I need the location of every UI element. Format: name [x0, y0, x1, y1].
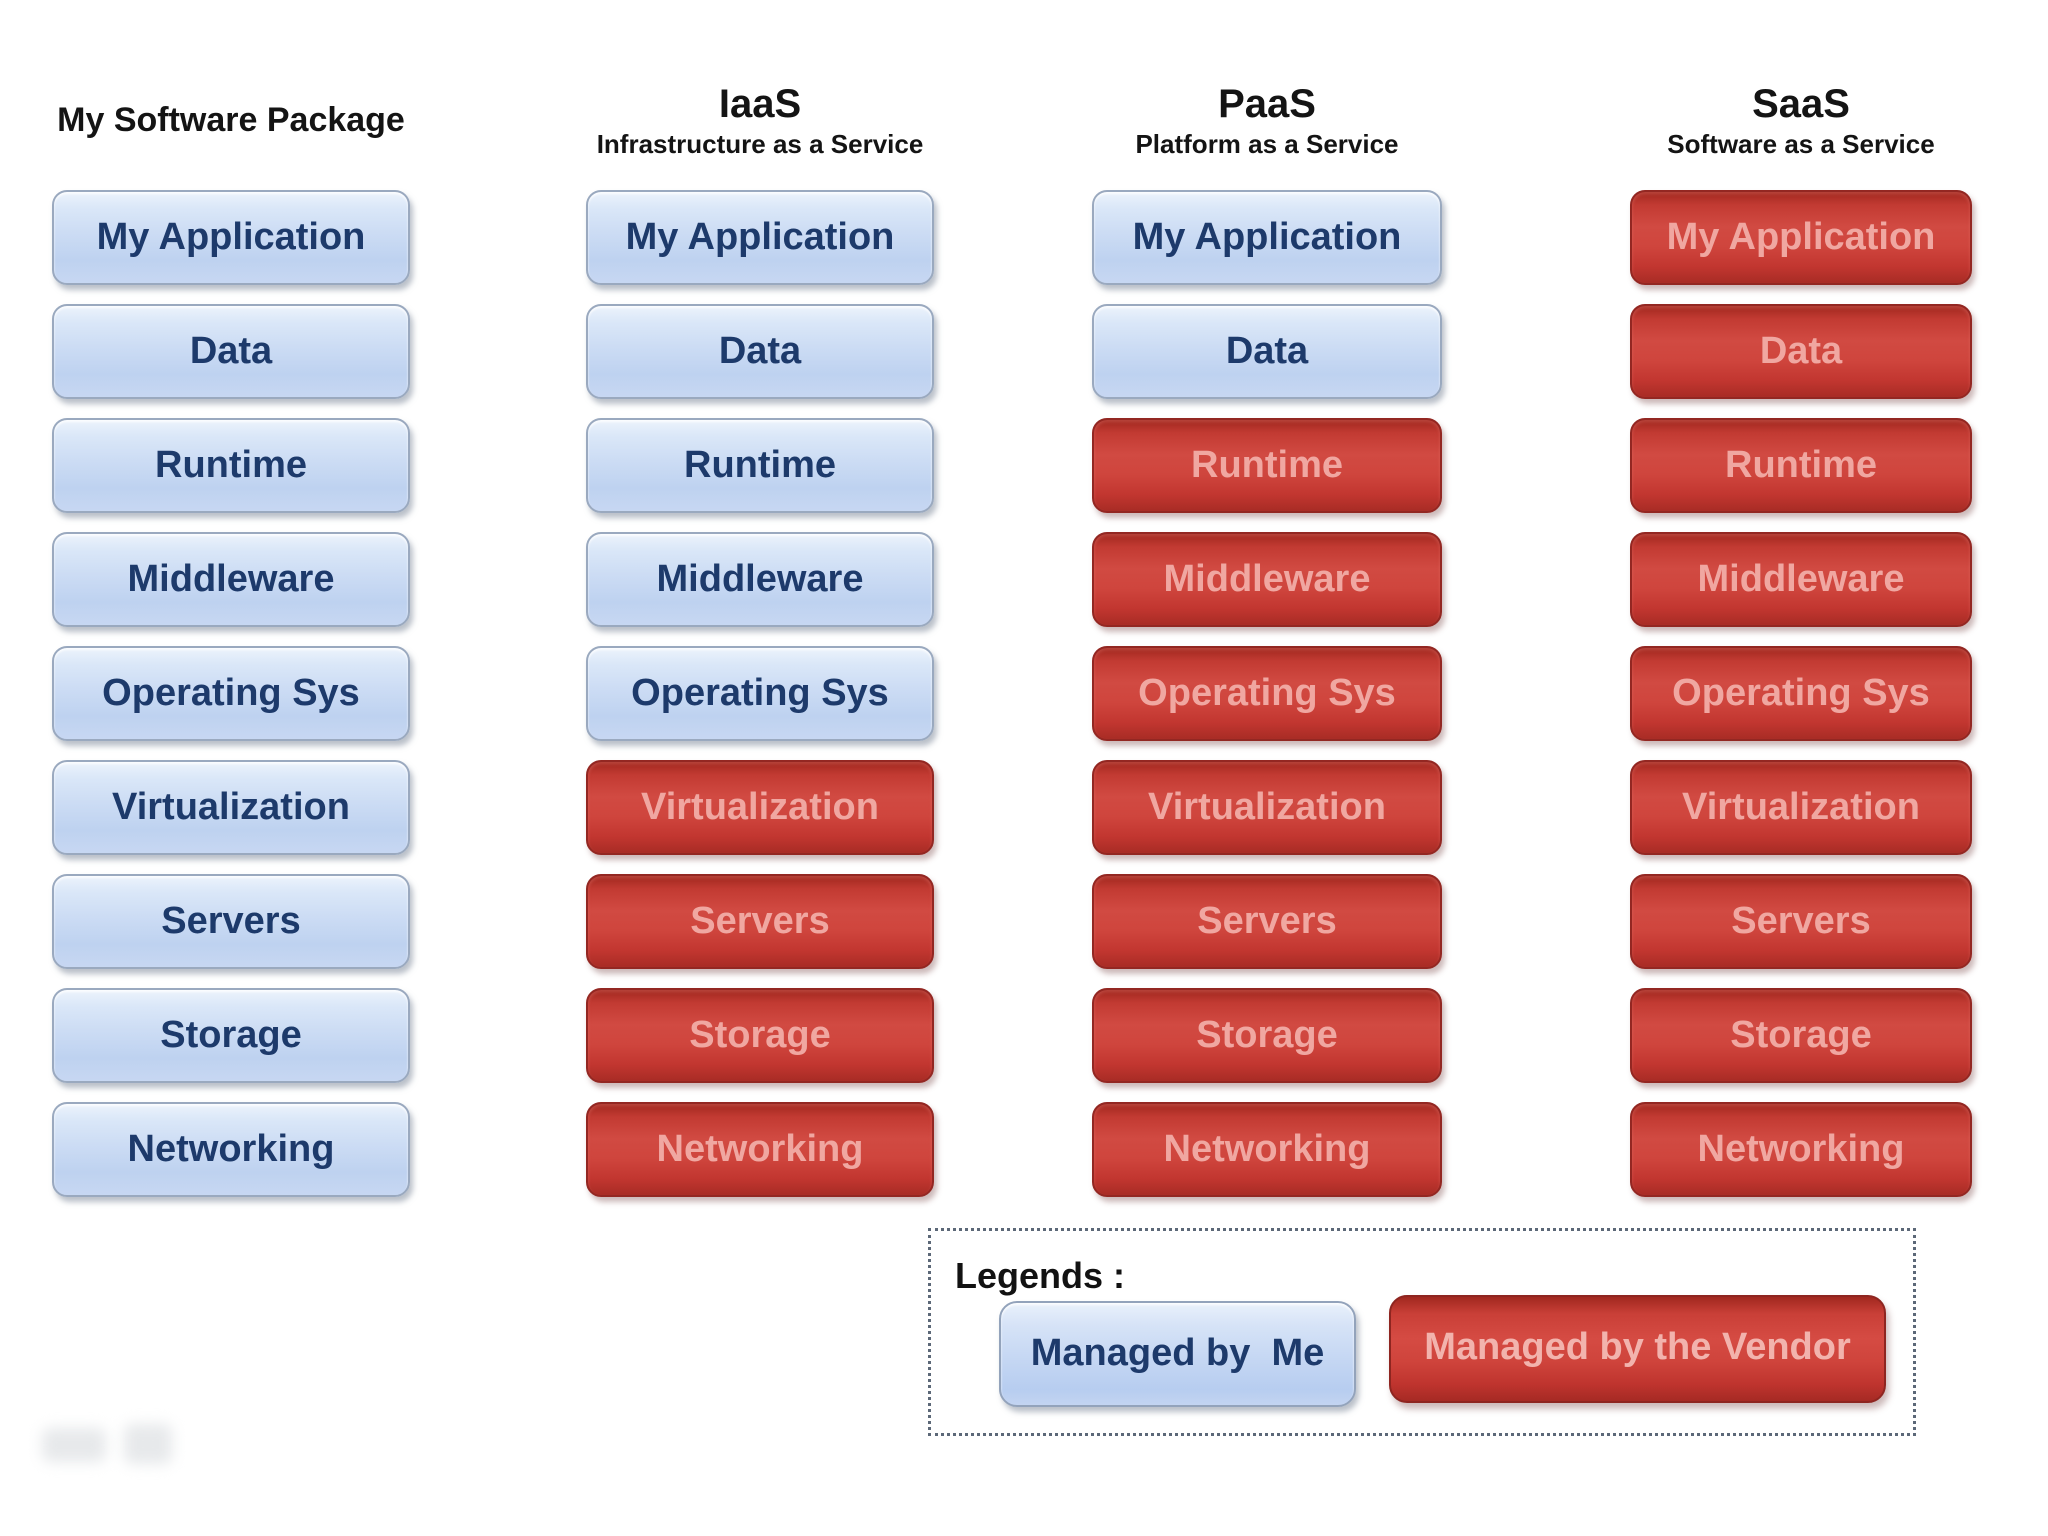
layer-box-operating-sys: Operating Sys: [586, 646, 934, 741]
layer-box-middleware: Middleware: [1630, 532, 1972, 627]
layer-box-runtime: Runtime: [52, 418, 410, 513]
layer-box-runtime: Runtime: [1092, 418, 1442, 513]
column-title-iaas: IaaS: [718, 82, 802, 126]
layer-box-servers: Servers: [586, 874, 934, 969]
layer-box-middleware: Middleware: [586, 532, 934, 627]
layer-box-data: Data: [52, 304, 410, 399]
layer-box-operating-sys: Operating Sys: [1092, 646, 1442, 741]
legend-title: Legends :: [955, 1255, 1126, 1296]
layer-box-data: Data: [586, 304, 934, 399]
layer-box-networking: Networking: [1630, 1102, 1972, 1197]
layer-box-my-application: My Application: [586, 190, 934, 285]
column-title-paas: PaaS: [1218, 82, 1316, 126]
layer-box-servers: Servers: [1630, 874, 1972, 969]
layer-box-my-application: My Application: [1630, 190, 1972, 285]
legend-item-me: Managed by Me: [999, 1301, 1356, 1407]
layer-box-my-application: My Application: [1092, 190, 1442, 285]
layer-box-storage: Storage: [1092, 988, 1442, 1083]
layer-box-runtime: Runtime: [1630, 418, 1972, 513]
layer-box-storage: Storage: [52, 988, 410, 1083]
layer-box-networking: Networking: [52, 1102, 410, 1197]
column-subtitle-paas: Platform as a Service: [1135, 129, 1399, 159]
layer-box-networking: Networking: [586, 1102, 934, 1197]
layer-box-operating-sys: Operating Sys: [52, 646, 410, 741]
column-subtitle-saas: Software as a Service: [1667, 129, 1935, 159]
layer-box-servers: Servers: [52, 874, 410, 969]
layer-box-storage: Storage: [1630, 988, 1972, 1083]
column-subtitle-iaas: Infrastructure as a Service: [596, 129, 924, 159]
column-title-saas: SaaS: [1752, 82, 1850, 126]
layer-box-runtime: Runtime: [586, 418, 934, 513]
column-title-package: My Software Package: [57, 101, 405, 139]
layer-box-networking: Networking: [1092, 1102, 1442, 1197]
layer-box-virtualization: Virtualization: [1630, 760, 1972, 855]
layer-box-operating-sys: Operating Sys: [1630, 646, 1972, 741]
column-header-package: My Software Package: [52, 80, 410, 142]
layer-box-middleware: Middleware: [52, 532, 410, 627]
layer-box-virtualization: Virtualization: [52, 760, 410, 855]
watermark-smudge: [42, 1428, 106, 1462]
legend-item-vendor: Managed by the Vendor: [1389, 1295, 1886, 1403]
legend-panel: Legends : Managed by Me Managed by the Ve…: [928, 1228, 1916, 1436]
layer-box-middleware: Middleware: [1092, 532, 1442, 627]
layer-box-my-application: My Application: [52, 190, 410, 285]
layer-box-virtualization: Virtualization: [1092, 760, 1442, 855]
layer-box-data: Data: [1630, 304, 1972, 399]
layer-box-storage: Storage: [586, 988, 934, 1083]
layer-box-virtualization: Virtualization: [586, 760, 934, 855]
layer-box-data: Data: [1092, 304, 1442, 399]
watermark-smudge: [124, 1424, 172, 1464]
layer-box-servers: Servers: [1092, 874, 1442, 969]
